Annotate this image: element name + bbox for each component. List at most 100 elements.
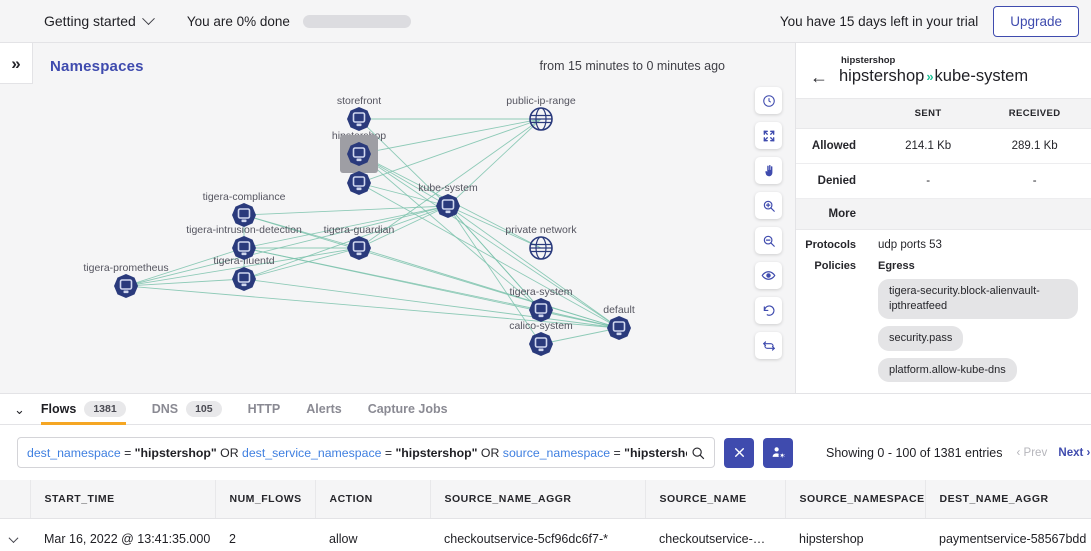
policy-chip[interactable]: platform.allow-kube-dns	[878, 357, 1017, 383]
flow-arrow-icon: »	[926, 69, 933, 84]
expand-icon[interactable]	[755, 122, 782, 149]
tab-http[interactable]: HTTP	[248, 393, 281, 425]
chevron-down-icon	[141, 11, 155, 25]
progress-text: You are 0% done	[186, 13, 290, 29]
col-sent: SENT	[878, 98, 979, 129]
double-chevron-down-icon[interactable]: ⌄	[14, 401, 25, 417]
prev-label: Prev	[1023, 446, 1048, 459]
user-settings-icon	[772, 447, 785, 458]
chevron-down-icon	[8, 533, 19, 544]
policy-chip-list: tigera-security.block-alienvault-ipthrea…	[878, 279, 1078, 389]
graph-edges	[125, 118, 620, 345]
zoom-out-icon[interactable]	[755, 227, 782, 254]
row-expander-button[interactable]	[0, 518, 30, 551]
upgrade-button[interactable]: Upgrade	[993, 5, 1079, 37]
allowed-received: 289.1 Kb	[978, 128, 1091, 164]
graph-node-kube-system[interactable]	[435, 193, 461, 219]
col-dest_name_aggr[interactable]: DEST_NAME_AGGR	[925, 480, 1091, 519]
query-token: OR	[477, 445, 503, 460]
tab-capture-jobs[interactable]: Capture Jobs	[368, 393, 448, 425]
detail-source: hipstershop	[839, 67, 925, 85]
user-settings-button[interactable]	[763, 437, 793, 468]
getting-started-menu[interactable]: Getting started	[44, 11, 155, 29]
graph-node-tigera-intrusion-detection[interactable]	[231, 235, 257, 261]
top-bar: Getting started You are 0% done You have…	[0, 0, 1091, 43]
row-label-denied: Denied	[796, 163, 878, 199]
tab-list: Flows 1381 DNS 105 HTTP Alerts Capture Jobs	[40, 393, 474, 425]
graph-node-tigera-guardian[interactable]	[346, 235, 372, 261]
tab-label: HTTP	[247, 402, 281, 416]
graph-node-storefront[interactable]	[346, 106, 372, 132]
graph-node-default[interactable]	[606, 315, 632, 341]
protocols-label: Protocols	[805, 239, 856, 251]
graph-node-calico-system[interactable]	[528, 331, 554, 357]
graph-node-acme[interactable]	[346, 170, 372, 196]
service-graph-panel[interactable]: Namespaces from 15 minutes to 0 minutes …	[0, 43, 795, 393]
tab-alerts[interactable]: Alerts	[306, 393, 341, 425]
denied-received: -	[978, 163, 1091, 199]
filter-bar: dest_namespace = "hipstershop" OR dest_s…	[0, 425, 1091, 480]
col-source_name[interactable]: SOURCE_NAME	[645, 480, 786, 519]
graph-title: Namespaces	[50, 58, 144, 75]
query-token: dest_service_namespace	[242, 445, 382, 460]
policy-chip[interactable]: security.pass	[878, 325, 964, 351]
policies-row: Policies Egress tigera-security.block-al…	[796, 251, 1091, 389]
more-section-header[interactable]: More	[796, 199, 1091, 230]
bottom-tabs-bar: ⌄ Flows 1381 DNS 105 HTTP Alerts Capture Jobs	[0, 393, 1091, 425]
search-input[interactable]: dest_namespace = "hipstershop" OR dest_s…	[17, 437, 715, 468]
query-token: "hipstershop"	[134, 445, 217, 460]
clock-icon[interactable]	[755, 87, 782, 114]
col-num_flows[interactable]: NUM_FLOWS	[215, 480, 316, 519]
zoom-in-icon[interactable]	[755, 192, 782, 219]
col-action[interactable]: ACTION	[315, 480, 431, 519]
sidebar-expand-button[interactable]: »	[0, 43, 33, 84]
hand-icon[interactable]	[755, 157, 782, 184]
undo-icon[interactable]	[755, 297, 782, 324]
eye-icon[interactable]	[755, 262, 782, 289]
next-page-button[interactable]: Next ›	[1058, 446, 1091, 459]
graph-node-tigera-system[interactable]	[528, 297, 554, 323]
progress-bar	[302, 14, 411, 28]
search-icon[interactable]	[691, 446, 705, 460]
policy-chip[interactable]: tigera-security.block-alienvault-ipthrea…	[878, 279, 1078, 319]
query-token: dest_namespace	[27, 445, 121, 460]
table-header-row: SENT RECEIVED	[796, 98, 1091, 129]
tab-label: DNS	[151, 402, 179, 416]
tab-count-badge: 105	[186, 401, 222, 417]
tab-count-badge: 1381	[84, 401, 126, 417]
graph-node-hipstershop[interactable]	[340, 135, 378, 173]
col-source_name_aggr[interactable]: SOURCE_NAME_AGGR	[430, 480, 646, 519]
col-source_namespace[interactable]: SOURCE_NAMESPACE	[785, 480, 926, 519]
more-label: More	[828, 208, 856, 220]
query-token: source_namespace	[502, 445, 611, 460]
tab-label: Flows	[40, 402, 77, 416]
pagination: ‹ Prev Next ›	[1017, 447, 1091, 459]
tab-flows[interactable]: Flows 1381	[40, 393, 126, 425]
protocols-row: Protocols udp ports 53	[796, 230, 1091, 251]
cell-source-namespace: hipstershop	[785, 518, 925, 551]
prev-page-button[interactable]: ‹ Prev	[1016, 446, 1048, 459]
policies-direction: Egress	[878, 260, 915, 272]
table-row: Denied - -	[796, 163, 1091, 199]
close-icon	[734, 448, 744, 457]
graph-node-private-network[interactable]	[528, 235, 554, 261]
graph-node-tigera-fluentd[interactable]	[231, 266, 257, 292]
graph-node-public-ip-range[interactable]	[528, 106, 554, 132]
col-start_time[interactable]: START_TIME	[30, 480, 216, 519]
back-arrow-icon[interactable]: ←	[810, 66, 828, 87]
showing-entries-text: Showing 0 - 100 of 1381 entries	[826, 445, 1003, 460]
graph-node-tigera-compliance[interactable]	[231, 202, 257, 228]
tab-label: Alerts	[306, 402, 342, 416]
next-label: Next	[1058, 446, 1084, 459]
cell-action: allow	[315, 518, 430, 551]
clear-filter-button[interactable]	[724, 437, 754, 468]
query-token: =	[381, 445, 396, 460]
refresh-icon[interactable]	[755, 332, 782, 359]
tab-dns[interactable]: DNS 105	[152, 393, 222, 425]
col-received: RECEIVED	[978, 98, 1091, 129]
query-token: "hipstershop"	[395, 445, 478, 460]
detail-panel: hipstershop ← hipstershop » kube-system …	[795, 43, 1091, 393]
policies-label: Policies	[814, 260, 856, 272]
graph-node-tigera-prometheus[interactable]	[113, 273, 139, 299]
